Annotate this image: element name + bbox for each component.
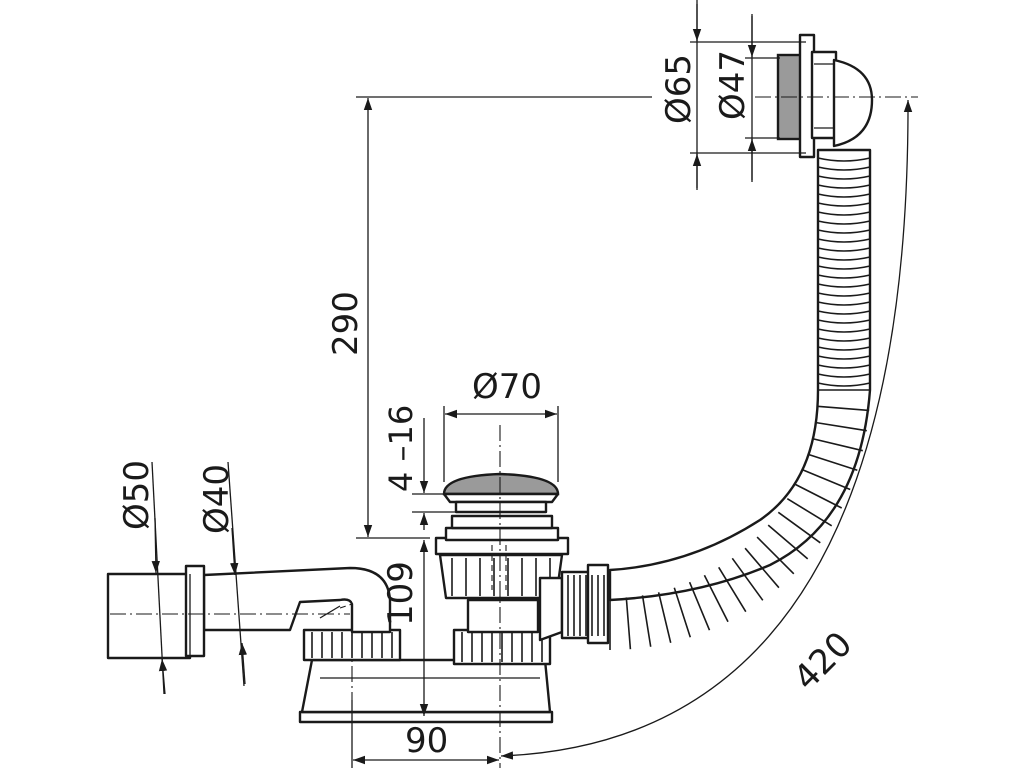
dim-d70-label: Ø70 [472, 367, 542, 407]
overflow-head [776, 33, 874, 159]
dim-d40: Ø40 [197, 461, 248, 687]
corrugated-hose [608, 148, 872, 650]
dim-h290-label: 290 [326, 291, 366, 356]
dim-d47-label: Ø47 [713, 50, 753, 120]
dim-r4-16-label: 4 –16 [382, 405, 420, 492]
dim-d70: Ø70 [443, 367, 559, 482]
hose-rib [688, 581, 711, 631]
hose-rib [625, 597, 632, 650]
center-lines [110, 96, 918, 768]
dim-w90: 90 [351, 700, 499, 768]
dim-h290: 290 [326, 96, 652, 539]
dim-w90-label: 90 [405, 721, 448, 761]
drain-body [298, 514, 610, 724]
dim-d65-label: Ø65 [659, 54, 699, 124]
outlet-pipe [106, 564, 206, 660]
dim-r4-16: 4 –16 [382, 405, 456, 530]
hose-rib [641, 595, 652, 647]
dim-d40-label: Ø40 [197, 464, 237, 534]
dim-len420-label: 420 [786, 624, 860, 698]
hose-rib [657, 592, 672, 643]
dim-h109-label: 109 [381, 561, 421, 626]
dim-d50-label: Ø50 [117, 460, 157, 530]
outlet-elbow [202, 566, 392, 634]
dim-d50: Ø50 [117, 460, 168, 695]
hose-rib [673, 587, 692, 638]
dim-h109: 109 [381, 540, 429, 716]
drain-plug [442, 472, 560, 514]
dim-d47: Ø47 [713, 14, 780, 182]
